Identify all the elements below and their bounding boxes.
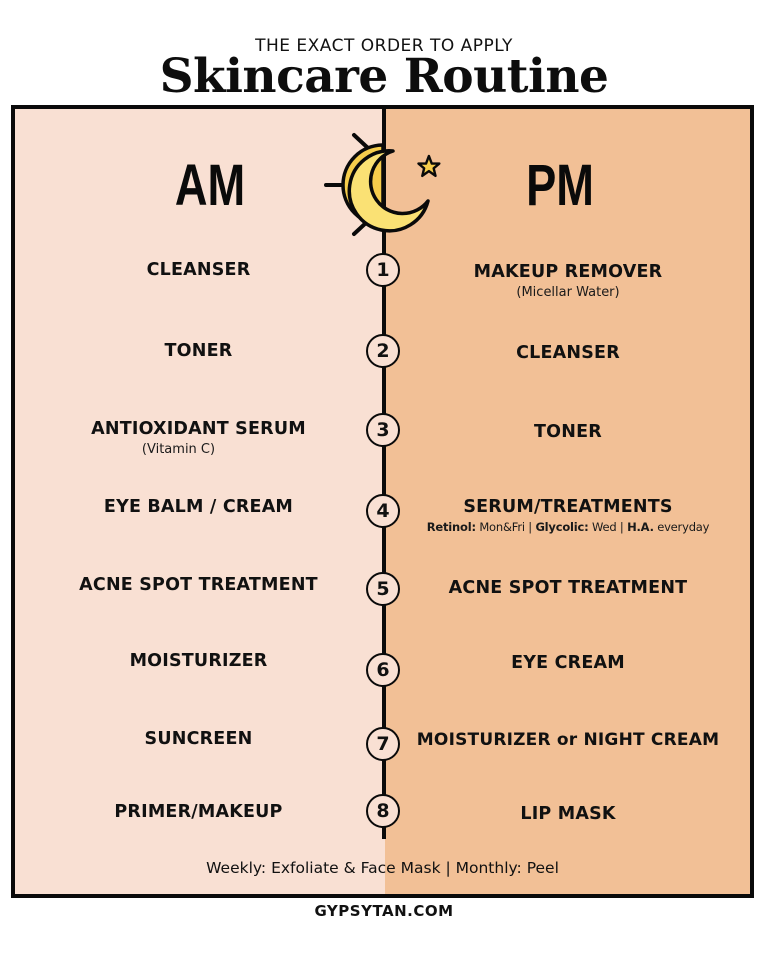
step-number-badge: 8 <box>366 794 400 828</box>
step-number-badge: 4 <box>366 494 400 528</box>
site-credit: GYPSYTAN.COM <box>314 902 454 920</box>
am-step-cell: EYE BALM / CREAM <box>15 497 382 517</box>
weekly-monthly-note: Weekly: Exfoliate & Face Mask | Monthly:… <box>206 859 559 877</box>
am-step-label: ACNE SPOT TREATMENT <box>79 575 318 595</box>
am-step-cell: PRIMER/MAKEUP <box>15 802 382 822</box>
pm-step-cell: MAKEUP REMOVER (Micellar Water) <box>386 262 750 300</box>
pm-step-label: EYE CREAM <box>511 653 625 673</box>
step-row-1: 1 CLEANSER MAKEUP REMOVER (Micellar Wate… <box>15 253 750 330</box>
step-row-3: 3 ANTIOXIDANT SERUM (Vitamin C) TONER <box>15 413 750 490</box>
am-heading: AM <box>174 153 246 218</box>
step-number-badge: 5 <box>366 572 400 606</box>
pm-step-cell: SERUM/TREATMENTS Retinol: Mon&Fri | Glyc… <box>386 497 750 534</box>
header-kicker: THE EXACT ORDER TO APPLY <box>255 36 513 56</box>
step-number-badge: 6 <box>366 653 400 687</box>
ha-label: H.A. <box>627 520 654 534</box>
am-step-note: (Vitamin C) <box>141 442 216 457</box>
pm-step-cell: MOISTURIZER or NIGHT CREAM <box>386 730 750 750</box>
pm-step-label: MAKEUP REMOVER <box>473 262 663 282</box>
step-row-5: 5 ACNE SPOT TREATMENT ACNE SPOT TREATMEN… <box>15 572 750 649</box>
pm-step-label: TONER <box>534 422 602 442</box>
pm-step-cell: TONER <box>386 422 750 442</box>
pm-step-cell: CLEANSER <box>386 343 750 363</box>
pm-step-cell: LIP MASK <box>386 804 750 824</box>
timeline-divider <box>382 109 386 839</box>
step-row-2: 2 TONER CLEANSER <box>15 334 750 411</box>
pm-step-label: LIP MASK <box>520 804 616 824</box>
am-step-cell: SUNCREEN <box>15 729 382 749</box>
pm-step-schedule: Retinol: Mon&Fri | Glycolic: Wed | H.A. … <box>386 520 750 534</box>
pm-heading: PM <box>526 153 594 218</box>
step-number-badge: 2 <box>366 334 400 368</box>
step-number-badge: 1 <box>366 253 400 287</box>
step-row-7: 7 SUNCREEN MOISTURIZER or NIGHT CREAM <box>15 727 750 804</box>
retinol-schedule: Mon&Fri | <box>475 520 536 534</box>
pm-column-background <box>385 109 750 894</box>
routine-panel: AM PM 1 CLEANSER MAKEUP REMOVER (Micella… <box>11 105 754 898</box>
pm-step-label: SERUM/TREATMENTS <box>463 497 673 517</box>
am-step-cell: ANTIOXIDANT SERUM (Vitamin C) <box>15 419 382 457</box>
glycolic-schedule: Wed | <box>588 520 628 534</box>
am-step-label: SUNCREEN <box>144 729 253 749</box>
retinol-label: Retinol: <box>426 520 476 534</box>
step-number-badge: 7 <box>366 727 400 761</box>
glycolic-label: Glycolic: <box>535 520 589 534</box>
page-title: Skincare Routine <box>159 49 609 104</box>
am-step-label: PRIMER/MAKEUP <box>114 802 283 822</box>
am-step-cell: TONER <box>15 341 382 361</box>
am-step-label: TONER <box>164 341 233 361</box>
pm-step-note: (Micellar Water) <box>516 285 620 300</box>
step-number-badge: 3 <box>366 413 400 447</box>
am-step-label: MOISTURIZER <box>129 651 268 671</box>
am-column-background <box>15 109 385 894</box>
step-row-6: 6 MOISTURIZER EYE CREAM <box>15 651 750 730</box>
pm-step-cell: ACNE SPOT TREATMENT <box>386 578 750 598</box>
pm-step-label: CLEANSER <box>516 343 620 363</box>
step-row-8: 8 PRIMER/MAKEUP LIP MASK <box>15 794 750 871</box>
am-step-label: ANTIOXIDANT SERUM <box>91 419 306 439</box>
ha-schedule: everyday <box>653 520 710 534</box>
pm-step-cell: EYE CREAM <box>386 653 750 673</box>
am-step-cell: MOISTURIZER <box>15 651 382 671</box>
am-step-cell: CLEANSER <box>15 260 382 280</box>
pm-step-label: ACNE SPOT TREATMENT <box>448 578 688 598</box>
pm-step-label: MOISTURIZER or NIGHT CREAM <box>416 730 720 750</box>
am-step-cell: ACNE SPOT TREATMENT <box>15 575 382 595</box>
am-step-label: EYE BALM / CREAM <box>103 497 294 517</box>
sun-moon-icon <box>318 119 448 239</box>
am-step-label: CLEANSER <box>146 260 251 280</box>
step-row-4: 4 EYE BALM / CREAM SERUM/TREATMENTS Reti… <box>15 494 750 571</box>
